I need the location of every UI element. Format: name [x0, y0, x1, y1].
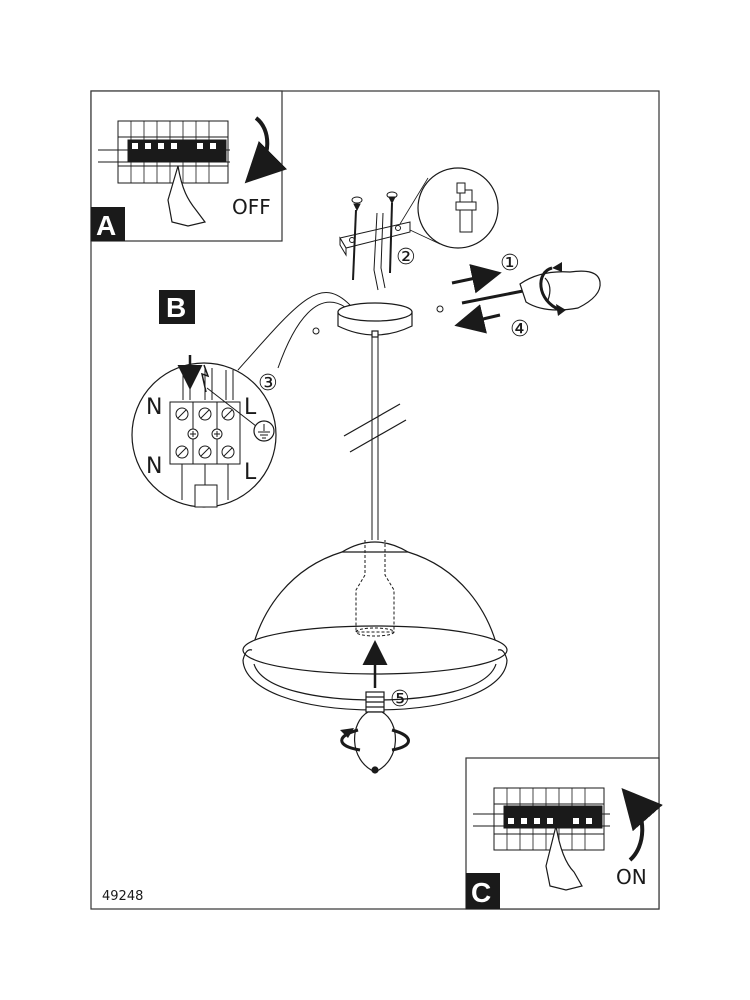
panel-b-letter: B	[166, 292, 186, 323]
panel-b-badge	[159, 290, 195, 324]
panel-a-letter: A	[96, 210, 116, 241]
hand-icon-c	[545, 825, 583, 891]
mounting-bracket	[339, 191, 411, 291]
switch-on-label: ON	[616, 865, 647, 889]
breaker-strip-c	[473, 787, 610, 851]
live-label-top: L	[244, 395, 257, 420]
detail-lead-line	[237, 292, 351, 371]
rotate-arrow-icon	[539, 266, 561, 312]
screw-icon	[312, 305, 444, 335]
live-label-bottom: L	[244, 460, 257, 485]
earth-wire	[200, 364, 210, 393]
terminal-block	[169, 368, 241, 508]
panel-a-badge	[91, 207, 125, 241]
neutral-label-bottom: N	[146, 454, 162, 479]
arrow-loosen-icon	[454, 304, 501, 334]
page-frame	[90, 90, 660, 910]
neutral-label-top: N	[146, 395, 162, 420]
bulb-icon	[354, 691, 396, 774]
step-4-label: ④	[510, 317, 530, 342]
detail-lead-line	[277, 301, 346, 369]
hand-icon-a	[167, 165, 207, 227]
switch-off-label: OFF	[232, 195, 271, 219]
panel-c-letter: C	[471, 877, 491, 908]
panel-c-badge	[466, 873, 500, 909]
wire-connector-icon	[455, 182, 477, 233]
panel-a: OFF A	[90, 90, 288, 242]
arrow-tighten-icon	[451, 264, 502, 294]
model-number: 49248	[102, 889, 143, 904]
panel-c: ON C	[465, 757, 663, 910]
step-5-label: ⑤	[390, 687, 410, 712]
step-3-label: ③	[258, 371, 278, 396]
lamp-socket-hidden	[355, 540, 395, 637]
step-1-label: ①	[500, 251, 520, 276]
rotate-bulb-icon	[340, 728, 410, 752]
curved-arrow-down-icon	[244, 116, 288, 184]
earth-lead	[206, 387, 257, 427]
curved-arrow-up-icon	[621, 787, 663, 862]
ceiling-canopy	[337, 302, 413, 338]
length-break-mark	[343, 403, 407, 453]
suspension-rod	[371, 337, 379, 540]
breaker-strip-a	[98, 120, 230, 184]
step-2-label: ②	[396, 245, 416, 270]
